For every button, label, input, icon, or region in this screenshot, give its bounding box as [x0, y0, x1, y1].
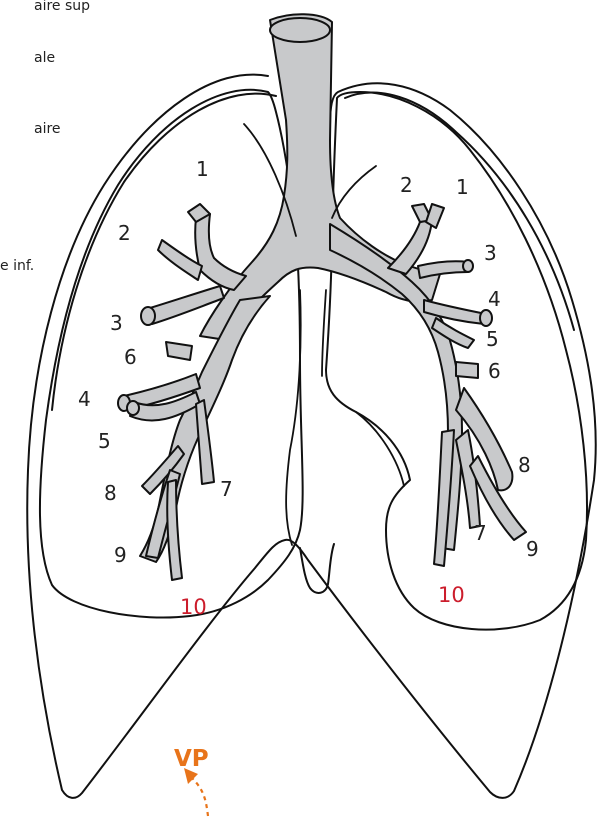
right-segment-number: 6	[124, 345, 137, 369]
right-b10	[167, 480, 182, 580]
right-segment-number: 7	[220, 477, 233, 501]
left-segment-number-10: 10	[438, 583, 465, 607]
inferior-notch	[300, 544, 334, 593]
left-segment-number: 9	[526, 537, 539, 561]
trachea-opening	[270, 18, 330, 42]
side-label-lower: e inf.	[0, 258, 34, 274]
outer-pleura-left-inner-line	[345, 93, 574, 330]
vp-dotted-arrow	[192, 778, 208, 816]
right-segment-number: 1	[196, 157, 209, 181]
mediastinum-line-right	[322, 290, 326, 376]
left-segment-number: 6	[488, 359, 501, 383]
left-b3	[418, 261, 468, 278]
right-b7	[196, 400, 214, 484]
vp-marker: VP	[174, 746, 209, 816]
left-lung-outline	[326, 92, 587, 630]
left-segment-number: 8	[518, 453, 531, 477]
right-segment-number: 8	[104, 481, 117, 505]
right-segment-number: 9	[114, 543, 127, 567]
bronchial-tree	[118, 14, 526, 580]
left-segment-number: 5	[486, 327, 499, 351]
left-segment-number: 7	[474, 521, 487, 545]
right-b6	[166, 342, 192, 360]
left-b3-end	[463, 260, 473, 272]
left-segment-number: 4	[488, 287, 501, 311]
left-segment-number: 3	[484, 241, 497, 265]
mediastinum-line-left	[286, 290, 301, 545]
right-segment-number-10: 10	[180, 595, 207, 619]
right-segment-number: 5	[98, 429, 111, 453]
left-b6	[456, 362, 478, 378]
right-b5-end	[127, 401, 139, 415]
right-segment-number: 2	[118, 221, 131, 245]
right-segment-number: 4	[78, 387, 91, 411]
right-upper-lobe-bronchus	[195, 214, 246, 290]
side-label-mid: aire	[34, 121, 61, 137]
vp-label: VP	[174, 746, 209, 772]
right-segment-number: 3	[110, 311, 123, 335]
side-label-top: aire sup	[34, 0, 90, 14]
left-b2	[426, 204, 444, 228]
left-oblique-line	[332, 166, 376, 218]
side-label-upper-mid: ale	[34, 50, 55, 66]
right-b3-end	[141, 307, 155, 325]
left-segment-number: 2	[400, 173, 413, 197]
left-b4-end	[480, 310, 492, 326]
left-segment-number: 1	[456, 175, 469, 199]
